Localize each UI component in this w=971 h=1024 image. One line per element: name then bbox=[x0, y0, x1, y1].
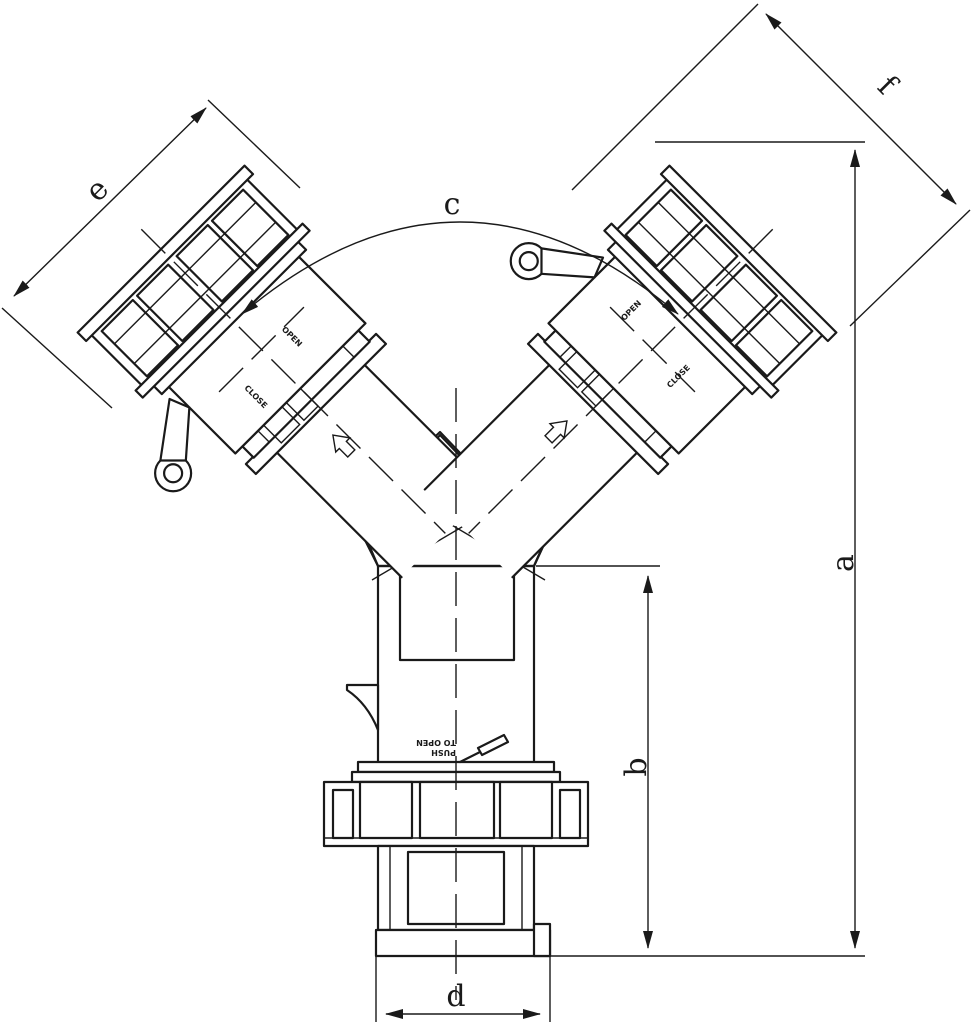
push-to-open-label-2: TO OPEN bbox=[416, 738, 456, 747]
push-to-open-label: PUSH bbox=[431, 748, 456, 757]
dimension-c: c bbox=[241, 187, 679, 315]
dimension-c-label: c bbox=[444, 187, 461, 222]
main-stem: PUSH TO OPEN bbox=[322, 564, 590, 958]
dimension-b-label: b bbox=[619, 757, 654, 776]
dimension-d: d bbox=[375, 956, 551, 1022]
dimension-d-label: d bbox=[446, 979, 465, 1014]
dimension-f-label: f bbox=[870, 69, 904, 103]
left-coupling: CLOSE OPEN bbox=[56, 144, 530, 618]
dimension-a-label: a bbox=[826, 554, 861, 572]
dimension-e-label: e bbox=[79, 172, 116, 209]
dimension-b: b bbox=[536, 565, 660, 949]
